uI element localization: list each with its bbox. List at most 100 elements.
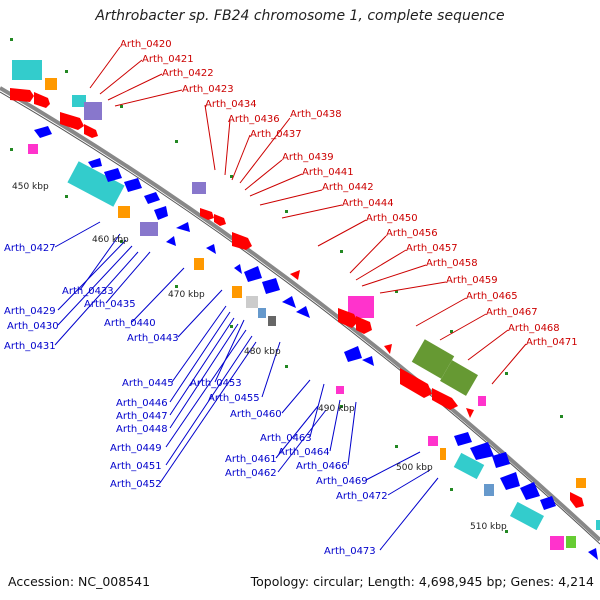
gene-label: Arth_0443	[127, 333, 179, 344]
gene-label: Arth_0451	[110, 461, 162, 472]
gene-label: Arth_0455	[208, 393, 260, 404]
reverse-gene	[344, 346, 362, 362]
reverse-gene	[166, 236, 176, 246]
gene-label: Arth_0468	[508, 323, 560, 334]
rna-feature	[440, 360, 478, 396]
kbp-label: 460 kbp	[92, 235, 129, 245]
gene-label: Arth_0442	[322, 182, 374, 193]
rna-feature	[478, 396, 486, 406]
reverse-features	[28, 126, 598, 560]
gene-label: Arth_0430	[7, 321, 59, 332]
reverse-gene	[362, 356, 374, 366]
reverse-gene	[144, 192, 160, 204]
kbp-label: 470 kbp	[168, 290, 205, 300]
reverse-gene	[470, 442, 494, 460]
forward-gene	[400, 368, 432, 398]
gene-label: Arth_0452	[110, 479, 162, 490]
rna-feature	[484, 484, 494, 496]
gene-label: Arth_0458	[426, 258, 478, 269]
forward-gene	[338, 308, 358, 328]
gene-label: Arth_0427	[4, 243, 56, 254]
kbp-label: 500 kbp	[396, 463, 433, 473]
forward-gene-labels: Arth_0420 Arth_0421 Arth_0422 Arth_0423 …	[120, 39, 578, 348]
rna-feature	[28, 144, 38, 154]
genome-info-text: Topology: circular; Length: 4,698,945 bp…	[250, 574, 594, 589]
gene-label: Arth_0461	[225, 454, 277, 465]
forward-leaders	[89, 46, 527, 385]
rna-feature	[576, 478, 586, 488]
rna-feature	[411, 339, 455, 379]
gene-label: Arth_0465	[466, 291, 518, 302]
rna-feature	[84, 102, 102, 120]
rna-feature	[67, 161, 125, 207]
accession-text: Accession: NC_008541	[8, 574, 151, 589]
gene-label: Arth_0472	[336, 491, 388, 502]
rna-feature	[428, 436, 438, 446]
gene-label: Arth_0439	[282, 152, 334, 163]
forward-gene	[214, 214, 226, 226]
gene-label: Arth_0464	[278, 447, 330, 458]
rna-feature	[246, 296, 258, 308]
forward-gene	[34, 92, 50, 108]
gene-label: Arth_0471	[526, 337, 578, 348]
rna-feature	[258, 308, 266, 318]
gene-label: Arth_0440	[104, 318, 156, 329]
reverse-gene	[104, 168, 122, 182]
gene-label: Arth_0433	[62, 286, 114, 297]
forward-gene	[232, 232, 252, 250]
forward-gene	[384, 344, 392, 354]
forward-gene	[84, 124, 98, 138]
reverse-gene	[520, 482, 540, 500]
gene-label: Arth_0445	[122, 378, 174, 389]
reverse-gene	[88, 158, 102, 168]
forward-features	[10, 60, 600, 530]
kbp-label: 490 kbp	[318, 404, 355, 414]
rna-feature	[140, 222, 158, 236]
reverse-gene	[176, 222, 190, 232]
reverse-gene	[124, 178, 142, 192]
rna-feature	[596, 520, 600, 530]
reverse-gene-labels: Arth_0427 Arth_0433 Arth_0429 Arth_0435 …	[4, 243, 388, 557]
gene-label: Arth_0447	[116, 411, 168, 422]
gene-label: Arth_0462	[225, 468, 277, 479]
gene-label: Arth_0466	[296, 461, 348, 472]
tick-track-inner	[10, 148, 508, 533]
tick-track-outer	[10, 38, 563, 418]
gene-label: Arth_0421	[142, 54, 194, 65]
gene-label: Arth_0438	[290, 109, 342, 120]
gene-label: Arth_0422	[162, 68, 214, 79]
rna-feature	[336, 386, 344, 394]
forward-gene	[570, 492, 584, 508]
rna-feature	[45, 78, 57, 90]
rna-feature	[232, 286, 242, 298]
reverse-leaders	[54, 221, 439, 551]
gene-label: Arth_0473	[324, 546, 376, 557]
gene-label: Arth_0457	[406, 243, 458, 254]
gene-label: Arth_0444	[342, 198, 394, 209]
gene-label: Arth_0450	[366, 213, 418, 224]
reverse-gene	[588, 548, 598, 560]
reverse-gene	[492, 452, 510, 468]
gene-label: Arth_0446	[116, 398, 168, 409]
gene-label: Arth_0423	[182, 84, 234, 95]
gene-label: Arth_0459	[446, 275, 498, 286]
gene-label: Arth_0463	[260, 433, 312, 444]
reverse-gene	[540, 496, 556, 510]
kbp-label: 480 kbp	[244, 347, 281, 357]
chromosome-backbone	[0, 86, 600, 542]
gene-label: Arth_0434	[205, 99, 257, 110]
reverse-gene	[500, 472, 520, 490]
forward-gene	[356, 316, 372, 334]
reverse-gene	[282, 296, 296, 308]
reverse-gene	[154, 206, 168, 220]
rna-feature	[348, 296, 374, 318]
gene-label: Arth_0420	[120, 39, 172, 50]
gene-label: Arth_0437	[250, 129, 302, 140]
rna-feature	[72, 95, 86, 107]
gene-label: Arth_0448	[116, 424, 168, 435]
reverse-gene	[296, 306, 310, 318]
forward-gene	[432, 388, 458, 410]
reverse-gene	[454, 432, 472, 446]
gene-label: Arth_0453	[190, 378, 242, 389]
